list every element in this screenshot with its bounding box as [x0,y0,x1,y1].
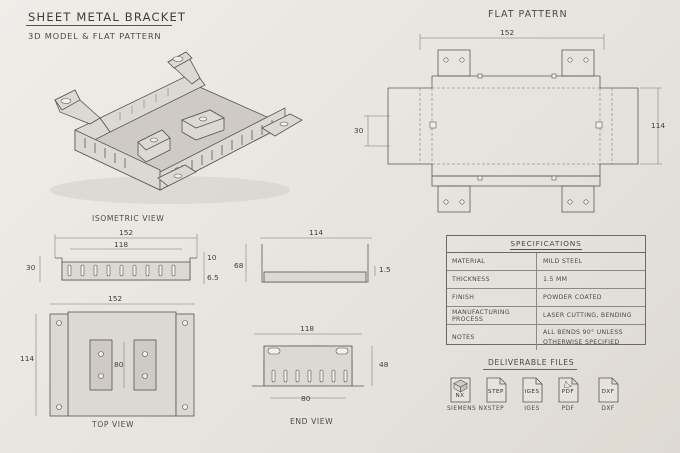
side-thickness-dim: 1.5 [379,265,391,274]
file-type-label: NX [455,393,465,399]
spec-key: NOTES [447,325,537,350]
side-view-drawing [245,237,376,283]
file-icon: STEP [486,377,507,403]
spec-key: MATERIAL [447,253,537,270]
deliverables-heading: DELIVERABLE FILES [488,358,575,367]
file-nx[interactable]: NX SIEMENS NX [447,377,488,412]
file-caption: PDF [561,406,575,412]
flat-height-dim: 114 [651,121,666,130]
specifications-heading: SPECIFICATIONS [447,236,645,253]
top-overall-width-dim: 152 [108,294,123,303]
file-type-label: STEP [488,389,504,395]
top-tab-spacing-dim: 80 [114,360,124,369]
drawing-title: SHEET METAL BRACKET [28,10,187,24]
spec-key: FINISH [447,289,537,306]
end-view-drawing [252,333,373,399]
flat-pattern-drawing [364,34,662,213]
spec-value: ALL BENDS 90° UNLESS OTHERWISE SPECIFIED [543,328,623,346]
front-height-dim: 30 [26,263,36,272]
file-type-label: DXF [601,389,615,395]
isometric-view-label: ISOMETRIC VIEW [92,214,165,223]
drawing-subtitle: 3D MODEL & FLAT PATTERN [28,31,162,41]
spec-key: THICKNESS [447,271,537,288]
pdf-file-icon: PDF [558,377,579,403]
side-length-dim: 114 [309,228,324,237]
file-icon: DXF [598,377,619,403]
flat-width-dim: 152 [500,28,515,37]
deliverables-underline [483,369,577,370]
end-view-label: END VIEW [290,417,334,426]
side-height-dim: 68 [234,261,244,270]
spec-row-process: MANUFACTURING PROCESS LASER CUTTING, BEN… [447,307,645,325]
front-overall-width-dim: 152 [119,228,134,237]
end-top-width-dim: 118 [300,324,315,333]
specifications-table: SPECIFICATIONS MATERIAL MILD STEEL THICK… [446,235,646,350]
file-iges[interactable]: IGES IGES [519,377,545,412]
title-underline [26,25,172,26]
spec-value: 1.5 mm [543,275,568,283]
file-type-label: IGES [524,389,540,395]
file-caption: DXF [601,406,615,412]
front-inner-width-dim: 118 [114,240,129,249]
flat-tab-width-dim: 30 [354,126,364,135]
spec-value: POWDER COATED [543,293,602,301]
flat-pattern-title: FLAT PATTERN [488,9,568,20]
spec-value: LASER CUTTING, BENDING [543,311,632,319]
front-view-drawing [39,234,205,284]
front-base-offset-dim: 6.5 [207,273,219,282]
spec-row-finish: FINISH POWDER COATED [447,289,645,307]
spec-row-thickness: THICKNESS 1.5 mm [447,271,645,289]
spec-row-notes: NOTES ALL BENDS 90° UNLESS OTHERWISE SPE… [447,325,645,350]
file-type-label: PDF [561,389,575,395]
spec-key: MANUFACTURING PROCESS [447,307,537,324]
end-height-dim: 48 [379,360,389,369]
end-bottom-width-dim: 80 [301,394,311,403]
file-icon: IGES [522,377,543,403]
file-caption: IGES [524,406,540,412]
file-step[interactable]: STEP STEP [483,377,509,412]
file-caption: STEP [487,406,505,412]
front-flange-height-dim: 10 [207,253,217,262]
spec-value: MILD STEEL [543,257,583,265]
file-pdf[interactable]: PDF PDF [555,377,581,412]
file-dxf[interactable]: DXF DXF [595,377,621,412]
top-view-drawing [35,303,195,417]
file-caption: SIEMENS NX [447,406,488,412]
isometric-bracket [50,51,303,204]
spec-row-material: MATERIAL MILD STEEL [447,253,645,271]
nx-cube-icon: NX [450,377,471,403]
top-length-dim: 114 [20,354,35,363]
top-view-label: TOP VIEW [92,420,135,429]
